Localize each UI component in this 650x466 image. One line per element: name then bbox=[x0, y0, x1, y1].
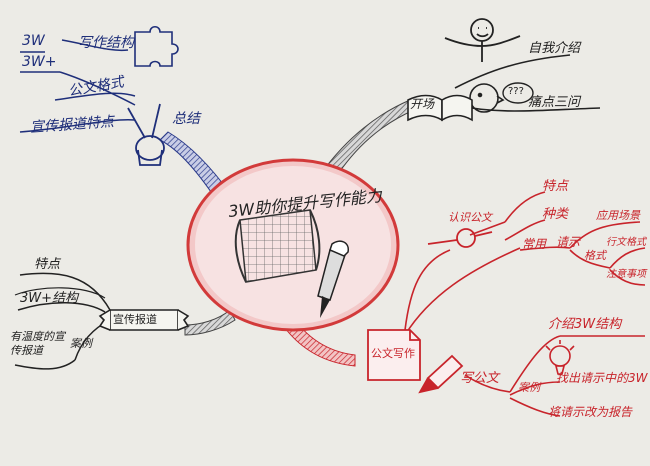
publicity-node-structure: 3W+结构 bbox=[20, 291, 79, 306]
official-branch-lines bbox=[404, 191, 646, 417]
stem-summary bbox=[159, 131, 233, 206]
puzzle-piece-icon bbox=[134, 25, 179, 67]
open-book-icon bbox=[407, 94, 473, 122]
opening-node-pain: 痛点三问 bbox=[528, 95, 581, 110]
publicity-node-example: 有温度的宣传报道 bbox=[10, 330, 65, 357]
stem-publicity bbox=[184, 309, 236, 336]
summary-node-structure: 写作结构 bbox=[78, 35, 134, 51]
summary-branch-lines bbox=[19, 39, 136, 133]
opening-node-bubble: ??? bbox=[508, 86, 524, 97]
writing-node-find3w: 找出请示中的3W bbox=[556, 371, 648, 385]
speech-bubble-icon bbox=[502, 82, 534, 104]
magnifier-icon bbox=[427, 228, 493, 248]
document-icon bbox=[367, 329, 421, 381]
recognize-label: 认识公文 bbox=[448, 211, 492, 224]
grid-scroll-icon bbox=[234, 209, 321, 283]
recognize-node-traits: 特点 bbox=[542, 179, 569, 194]
recognize-node-format: 格式 bbox=[584, 249, 606, 262]
recognize-node-standard: 行文格式 bbox=[606, 237, 646, 248]
opening-label: 开场 bbox=[410, 97, 435, 111]
opening-node-intro: 自我介绍 bbox=[528, 41, 581, 56]
summary-label: 总结 bbox=[172, 111, 200, 127]
fountain-pen-icon bbox=[317, 240, 349, 318]
publicity-node-features: 特点 bbox=[34, 257, 61, 272]
writing-node-rewrite: 将请示改为报告 bbox=[548, 405, 633, 419]
thinking-face-icon bbox=[469, 83, 505, 113]
lightbulb-icon bbox=[545, 340, 575, 375]
recognize-node-types: 种类 bbox=[542, 207, 569, 222]
recognize-node-request: 请示 bbox=[556, 235, 581, 249]
official-label: 公文写作 bbox=[371, 347, 415, 360]
banner-scroll-icon bbox=[98, 309, 190, 331]
pen-icon bbox=[418, 354, 464, 394]
summary-node-3w: 3W bbox=[22, 33, 45, 49]
publicity-node-cases: 案例 bbox=[70, 337, 92, 350]
recognize-node-scenario: 应用场景 bbox=[596, 209, 640, 222]
writing-node-intro3w: 介绍3W结构 bbox=[548, 317, 622, 332]
victory-hand-icon bbox=[127, 103, 165, 166]
writing-label: 写公文 bbox=[460, 371, 500, 386]
recognize-node-precautions: 注意事项 bbox=[606, 269, 646, 280]
writing-node-cases: 案例 bbox=[518, 381, 540, 394]
recognize-node-common: 常用 bbox=[522, 237, 547, 251]
summary-node-3wplus: 3W+ bbox=[22, 54, 57, 70]
stem-official bbox=[284, 319, 356, 367]
stick-figure-icon bbox=[444, 18, 521, 62]
publicity-label: 宣传报道 bbox=[113, 313, 157, 326]
